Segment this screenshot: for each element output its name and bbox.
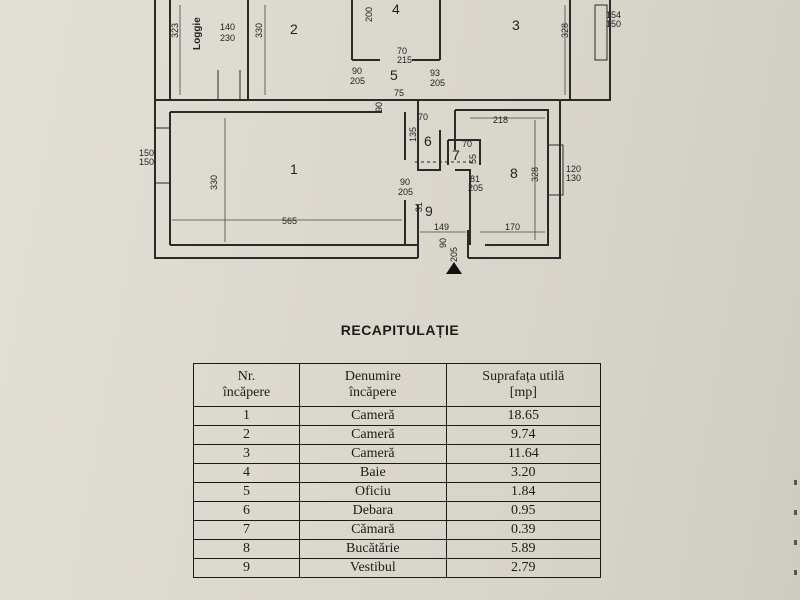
dim-loggie-width: 323 — [170, 23, 180, 38]
dim-room8-length: 218 — [493, 115, 508, 125]
cell-name: Vestibul — [299, 558, 447, 578]
cell-nr: 7 — [192, 520, 301, 540]
dim-loggie-window-w: 140 — [220, 22, 235, 32]
header-name: Denumire încăpere — [299, 363, 447, 407]
dim-room1-window-h: 150 — [139, 157, 154, 167]
dim-door5-left-h: 205 — [350, 76, 365, 86]
dim-room8-bottom: 170 — [505, 222, 520, 232]
room-3-label: 3 — [512, 17, 520, 33]
dim-room3-window-h: 150 — [606, 19, 621, 29]
dim-room4-door-w: 70 — [397, 46, 407, 56]
dim-room9-width: 149 — [434, 222, 449, 232]
room-1-label: 1 — [290, 161, 298, 177]
adjacent-page-edge — [786, 470, 800, 600]
room-4-label: 4 — [392, 1, 400, 17]
cell-area: 2.79 — [445, 558, 602, 578]
dim-loggie-window-h: 230 — [220, 33, 235, 43]
header-nr-text: Nr. încăpere — [222, 369, 271, 400]
cell-name: Oficiu — [299, 482, 447, 502]
dim-room3-window-w: 154 — [606, 10, 621, 20]
cell-nr: 4 — [192, 463, 301, 483]
cell-area: 1.84 — [445, 482, 602, 502]
dim-door5-right-w: 93 — [430, 68, 440, 78]
dim-room6-width: 70 — [418, 112, 428, 122]
cell-name: Debara — [299, 501, 447, 521]
cell-area: 0.95 — [445, 501, 602, 521]
dim-door1-w: 90 — [374, 102, 384, 112]
room-5-label: 5 — [390, 67, 398, 83]
dim-room7-h: 55 — [468, 154, 478, 164]
room-9-label: 9 — [425, 203, 433, 219]
cell-name: Bucătărie — [299, 539, 447, 559]
dim-room8-window-w: 120 — [566, 164, 581, 174]
dim-entrance-h: 205 — [449, 247, 459, 262]
cell-name: Cameră — [299, 444, 447, 464]
floor-plan: 1 2 3 4 5 6 7 8 9 Loggie 323 140 230 330… — [139, 0, 621, 274]
dim-room7-w: 70 — [462, 139, 472, 149]
cell-name: Cămară — [299, 520, 447, 540]
recap-title: RECAPITULAȚIE — [340, 322, 460, 338]
recap-table: Nr. încăpere Denumire încăpere Suprafața… — [192, 363, 602, 578]
cell-nr: 5 — [192, 482, 301, 502]
cell-nr: 1 — [192, 406, 301, 426]
dim-room8-door-w: 81 — [470, 174, 480, 184]
room-7-label: 7 — [452, 147, 460, 163]
header-area: Suprafața utilă [mp] — [445, 363, 602, 407]
entrance-arrow-icon — [446, 262, 462, 274]
cell-nr: 9 — [192, 558, 301, 578]
dim-room1-window-w: 150 — [139, 148, 154, 158]
dim-door5-left-w: 90 — [352, 66, 362, 76]
dim-door5-small: 75 — [394, 88, 404, 98]
header-area-text: Suprafața utilă [mp] — [482, 369, 565, 400]
dim-room8-height: 328 — [530, 167, 540, 182]
cell-area: 5.89 — [445, 539, 602, 559]
dim-room9-door-w: 90 — [400, 177, 410, 187]
header-name-text: Denumire încăpere — [344, 369, 401, 400]
dim-room4-width: 200 — [364, 7, 374, 22]
dim-door5-right-h: 205 — [430, 78, 445, 88]
room-2-label: 2 — [290, 21, 298, 37]
dim-room2-width: 330 — [254, 23, 264, 38]
cell-name: Cameră — [299, 425, 447, 445]
cell-area: 18.65 — [445, 406, 602, 426]
cell-nr: 6 — [192, 501, 301, 521]
cell-area: 9.74 — [445, 425, 602, 445]
cell-area: 3.20 — [445, 463, 602, 483]
room-6-label: 6 — [424, 133, 432, 149]
loggie-label: Loggie — [192, 17, 203, 50]
header-nr: Nr. încăpere — [192, 363, 301, 407]
cell-nr: 3 — [192, 444, 301, 464]
dim-room3-width: 328 — [560, 23, 570, 38]
cell-name: Cameră — [299, 406, 447, 426]
cell-nr: 8 — [192, 539, 301, 559]
dim-entrance-w: 90 — [438, 238, 448, 248]
dim-room1-height: 330 — [209, 175, 219, 190]
cell-nr: 2 — [192, 425, 301, 445]
dim-room4-door-h: 215 — [397, 55, 412, 65]
room-8-label: 8 — [510, 165, 518, 181]
table-header-row: Nr. încăpere Denumire încăpere Suprafața… — [192, 363, 602, 407]
dim-room1-length: 565 — [282, 216, 297, 226]
dim-room8-window-h: 130 — [566, 173, 581, 183]
dim-room8-door-h: 205 — [468, 183, 483, 193]
dim-room6-height: 135 — [408, 127, 418, 142]
cell-name: Baie — [299, 463, 447, 483]
dim-room9-side: 31 — [414, 202, 424, 212]
dim-room9-door-h: 205 — [398, 187, 413, 197]
cell-area: 11.64 — [445, 444, 602, 464]
cell-area: 0.39 — [445, 520, 602, 540]
